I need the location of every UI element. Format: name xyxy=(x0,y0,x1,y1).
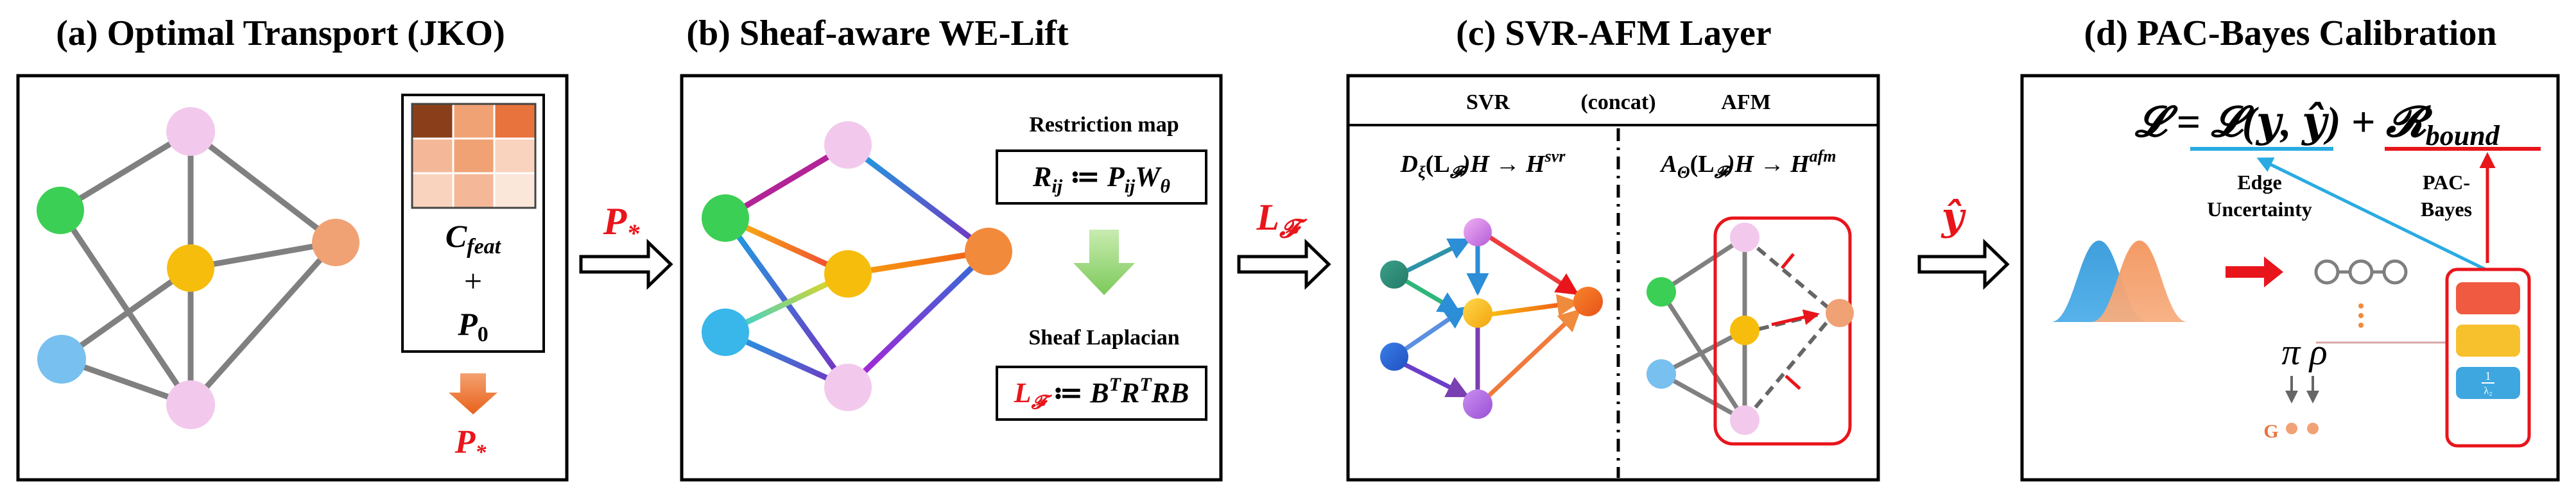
restriction-formula-box xyxy=(996,149,1207,205)
node-green xyxy=(37,187,84,234)
arrow-cd: 𝒚̂ xyxy=(1917,196,2010,290)
panel-d-title: (d) PAC-Bayes Calibration xyxy=(2084,13,2497,53)
sheaf-laplacian-label: Sheaf Laplacian xyxy=(1028,326,1179,350)
arrow-ab-label: P* xyxy=(603,200,641,248)
graph-a-edges xyxy=(57,128,339,408)
hollow-double-arrow-icon xyxy=(1237,239,1331,290)
panel-c-frame xyxy=(1346,74,1880,482)
down-arrow-icon xyxy=(449,373,497,414)
cost-matrix-icon xyxy=(411,103,537,209)
loss-formula: 𝓛 = 𝓛(𝒚, 𝒚̂) + 𝓡bound xyxy=(2134,99,2500,151)
panel-a-title: (a) Optimal Transport (JKO) xyxy=(56,13,505,53)
svr-header: SVR xyxy=(1466,90,1510,114)
node-pink-bottom xyxy=(166,380,215,429)
node-green xyxy=(702,194,749,242)
cut-mark xyxy=(1785,375,1801,390)
c-feat-label: Cfeat xyxy=(445,218,502,259)
mini-label-num: 1 xyxy=(2485,369,2491,382)
node-pink-top xyxy=(166,107,215,156)
cut-mark xyxy=(1781,253,1795,269)
pac-bayes-label-2: Bayes xyxy=(2421,198,2472,221)
uncertainty-arrow xyxy=(2256,157,2487,271)
node-pink-top xyxy=(824,121,872,169)
node-purple-bottom xyxy=(1463,389,1492,419)
node-yellow xyxy=(824,250,872,298)
node-blue xyxy=(37,335,86,384)
svr-nodes xyxy=(1380,218,1603,419)
pac-bayes-label-1: PAC- xyxy=(2423,171,2470,194)
node-blue xyxy=(1647,359,1676,389)
svr-formula: Dξ(L𝓕)H → Hsvr xyxy=(1400,147,1566,182)
laplacian-formula: L𝓕 ≔ BTRTRB xyxy=(1014,374,1189,413)
arrow-bc: L𝓕 xyxy=(1237,196,1331,290)
p0-label: P0 xyxy=(457,306,488,346)
node-purple-top xyxy=(1464,218,1492,246)
graph-a-nodes xyxy=(37,107,359,429)
node-pink-top xyxy=(1730,223,1759,252)
restriction-formula: Rij ≔ PijWθ xyxy=(1032,161,1170,197)
panel-c-title: (c) SVR-AFM Layer xyxy=(1456,13,1771,53)
panel-b-title: (b) Sheaf-aware WE-Lift xyxy=(686,13,1069,53)
node-cyan xyxy=(702,309,749,356)
node-pink-bottom xyxy=(824,364,872,411)
arrow-ab: P* xyxy=(579,200,673,290)
ellipsis-dots xyxy=(2358,303,2364,328)
afm-header: AFM xyxy=(1721,90,1770,114)
p-star-output: P* xyxy=(454,424,487,464)
panel-d: (d) PAC-Bayes Calibration 𝓛 = 𝓛(𝒚, 𝒚̂) +… xyxy=(2020,13,2560,482)
g-label: G xyxy=(2263,421,2278,442)
hollow-double-arrow-icon xyxy=(579,239,673,290)
red-arrow-icon xyxy=(2226,257,2283,287)
node-green xyxy=(1647,277,1676,307)
node-orange xyxy=(1826,299,1854,327)
panel-c: (c) SVR-AFM Layer SVR (concat) AFM Dξ(L𝓕… xyxy=(1346,13,1880,482)
hollow-double-arrow-icon xyxy=(1917,239,2010,290)
node-orange xyxy=(312,219,359,266)
pi-rho-label: π ρ xyxy=(2281,331,2327,373)
edge-uncertainty-label-2: Uncertainty xyxy=(2207,198,2312,221)
edge-uncertainty-label-1: Edge xyxy=(2237,171,2281,194)
down-arrow-icon xyxy=(1073,230,1135,295)
plus-sign: + xyxy=(464,263,482,299)
node-pink-bottom xyxy=(1730,405,1759,435)
laplacian-formula-box xyxy=(996,366,1207,421)
chain-icon xyxy=(2314,259,2408,285)
stacked-blocks-icon: 1 λ₂ xyxy=(2445,267,2531,448)
sample-dot xyxy=(2307,423,2319,434)
panel-a: (a) Optimal Transport (JKO) xyxy=(16,13,569,482)
node-orange xyxy=(965,228,1012,275)
panel-b: (b) Sheaf-aware WE-Lift Restriction map … xyxy=(680,13,1223,482)
graph-b-nodes xyxy=(702,121,1012,411)
mini-label-den: λ₂ xyxy=(2484,386,2492,396)
cost-box: Cfeat + P0 xyxy=(401,94,545,353)
node-yellow xyxy=(1730,316,1759,345)
concat-header: (concat) xyxy=(1580,90,1655,114)
afm-graph xyxy=(1647,216,1854,446)
svr-graph xyxy=(1392,230,1582,400)
attention-highlight-box xyxy=(1713,216,1852,446)
gaussian-curves-icon xyxy=(2051,241,2188,322)
restriction-map-label: Restriction map xyxy=(1029,113,1179,137)
node-teal xyxy=(1380,260,1408,289)
node-orange xyxy=(1573,287,1603,316)
sample-dot xyxy=(2286,423,2297,434)
arrow-cd-label: 𝒚̂ xyxy=(1941,196,1967,238)
node-yellow xyxy=(167,244,214,292)
node-yellow xyxy=(1463,298,1492,328)
afm-formula: AΘ(L𝓕)H → Hafm xyxy=(1659,147,1836,182)
arrow-bc-label: L𝓕 xyxy=(1256,196,1308,243)
node-blue xyxy=(1380,343,1408,371)
